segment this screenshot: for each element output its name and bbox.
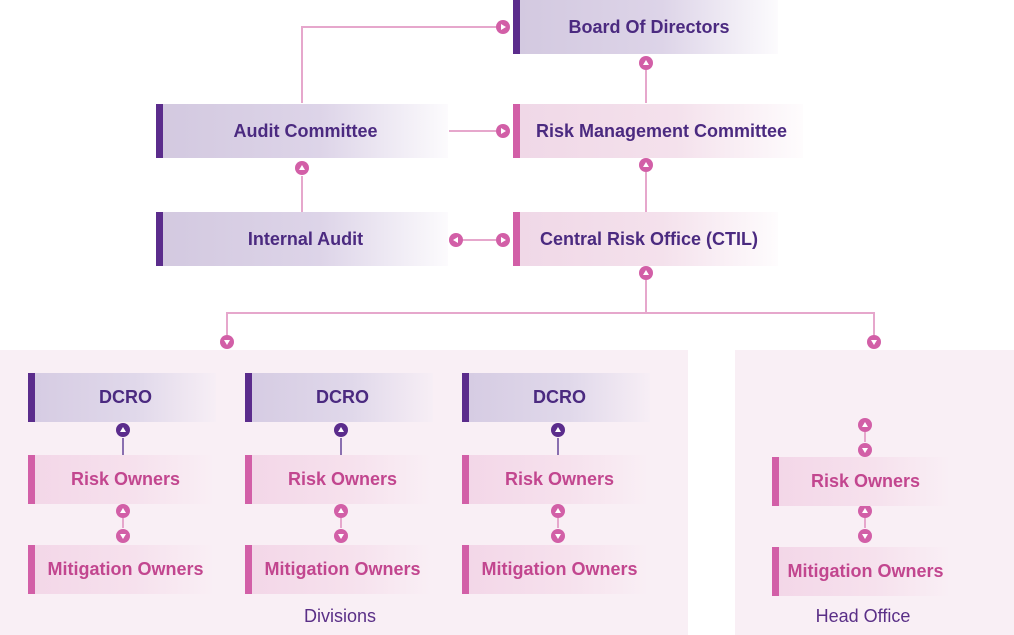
- risk-owners-label: Risk Owners: [504, 469, 615, 489]
- central-risk-office-label: Central Risk Office (CTIL): [539, 228, 759, 249]
- audit-committee-label: Audit Committee: [233, 120, 378, 141]
- central-risk-office-box: Central Risk Office (CTIL): [513, 212, 778, 266]
- divisions-caption: Divisions: [303, 606, 377, 626]
- mitigation-owners-box: Mitigation Owners: [28, 545, 216, 594]
- internal-audit-label: Internal Audit: [247, 228, 364, 249]
- risk-owners-label: Risk Owners: [287, 469, 398, 489]
- audit-committee-box: Audit Committee: [156, 104, 448, 158]
- risk-owners-label: Risk Owners: [810, 471, 921, 491]
- dcro-label: DCRO: [99, 387, 152, 407]
- board-of-directors-box: Board Of Directors: [513, 0, 778, 54]
- risk-owners-label: Risk Owners: [70, 469, 181, 489]
- mitigation-owners-label: Mitigation Owners: [264, 559, 421, 579]
- mitigation-owners-box: Mitigation Owners: [462, 545, 650, 594]
- dcro-box: DCRO: [28, 373, 216, 422]
- head-office-caption: Head Office: [815, 606, 911, 626]
- risk-owners-box: Risk Owners: [462, 455, 650, 504]
- dcro-label: DCRO: [316, 387, 369, 407]
- dcro-label: DCRO: [533, 387, 586, 407]
- risk-owners-box: Risk Owners: [28, 455, 216, 504]
- head-office-mitigation-owners-box: Mitigation Owners: [772, 547, 952, 596]
- risk-management-committee-label: Risk Management Committee: [535, 120, 788, 141]
- mitigation-owners-label: Mitigation Owners: [47, 559, 204, 579]
- head-office-risk-owners-box: Risk Owners: [772, 457, 952, 506]
- mitigation-owners-label: Mitigation Owners: [787, 561, 944, 581]
- arrow-nodes: [116, 20, 881, 543]
- dcro-box: DCRO: [462, 373, 650, 422]
- risk-management-committee-box: Risk Management Committee: [513, 104, 803, 158]
- mitigation-owners-label: Mitigation Owners: [481, 559, 638, 579]
- risk-owners-box: Risk Owners: [245, 455, 433, 504]
- internal-audit-box: Internal Audit: [156, 212, 448, 266]
- board-of-directors-label: Board Of Directors: [568, 16, 730, 37]
- mitigation-owners-box: Mitigation Owners: [245, 545, 433, 594]
- dcro-box: DCRO: [245, 373, 433, 422]
